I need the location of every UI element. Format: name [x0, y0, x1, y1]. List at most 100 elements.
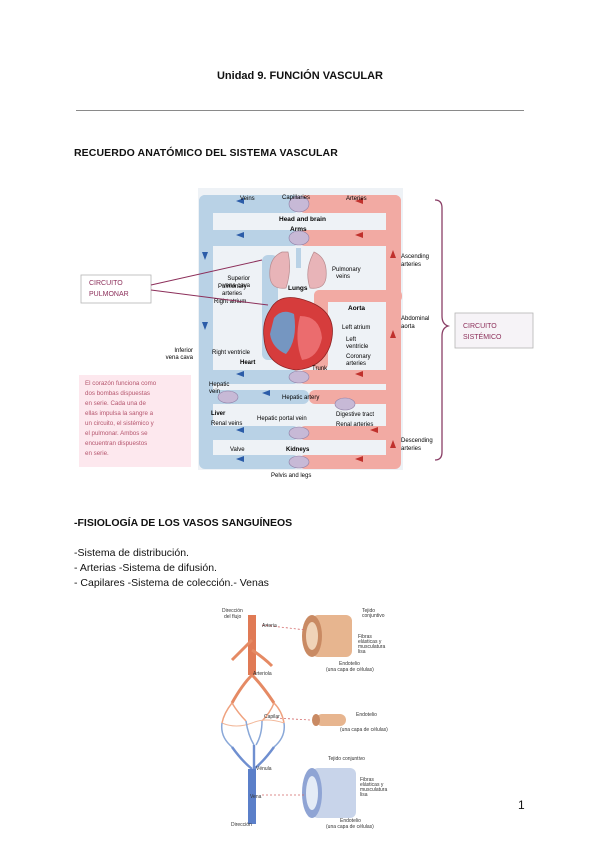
svg-text:en serie.: en serie.: [85, 450, 109, 457]
label-inferior-vena-cava: Inferior: [174, 348, 193, 354]
svg-text:ellas impulsa la sangre a: ellas impulsa la sangre a: [85, 410, 154, 417]
vein-band-arms: [199, 230, 299, 246]
label-left-ventricle-2: ventricle: [346, 344, 369, 350]
svg-text:Endotelio: Endotelio: [339, 661, 360, 667]
artery-band-legs: [299, 455, 401, 469]
label-aorta: Aorta: [348, 305, 365, 312]
svg-text:Endotelio: Endotelio: [356, 712, 377, 718]
label-coronary-arteries-2: arteries: [346, 361, 366, 367]
svg-text:encuentran dispuestos: encuentran dispuestos: [85, 440, 147, 447]
artery-band-head: [299, 195, 401, 213]
svg-text:elásticas y: elásticas y: [358, 639, 382, 645]
callout-systemic-box: [454, 312, 534, 349]
label-hepatic-artery: Hepatic artery: [282, 395, 319, 401]
arterial-flow-arrows: [355, 198, 396, 462]
label-right-ventricle: Right ventricle: [212, 350, 251, 356]
svg-text:(una capa de células): (una capa de células): [326, 667, 374, 673]
svg-text:en serie. Cada una de: en serie. Cada una de: [85, 400, 146, 407]
label-hepatic-vein: Hepatic: [209, 382, 229, 388]
label-hepatic-vein-2: vein: [209, 389, 220, 395]
label-pulmonary-veins-2: veins: [336, 274, 350, 280]
vein-band-head: [199, 195, 299, 213]
vein-band-trunk: [199, 370, 299, 384]
callout-pulmonary-line1: CIRCUITO: [89, 280, 123, 287]
label-hepatic-portal-vein: Hepatic portal vein: [257, 416, 307, 422]
svg-text:conjuntivo: conjuntivo: [362, 613, 385, 619]
artery-band-hepatic: [309, 390, 401, 404]
label-digestive-tract: Digestive tract: [336, 412, 374, 418]
label-coronary-arteries: Coronary: [346, 354, 371, 360]
svg-text:Endotelio: Endotelio: [340, 818, 361, 824]
label-left-atrium: Left atrium: [342, 325, 370, 331]
label-abdominal-aorta: Abdominal: [401, 316, 429, 322]
label-arteries: Arteries: [346, 196, 367, 202]
label-arms: Arms: [290, 226, 307, 233]
label-descending-arteries: Descending: [401, 438, 433, 444]
svg-text:Capilar: Capilar: [264, 714, 280, 720]
svg-text:elásticas y: elásticas y: [360, 782, 384, 788]
label-pulmonary-veins: Pulmonary: [332, 267, 361, 273]
svg-text:musculatura: musculatura: [358, 644, 385, 650]
label-liver: Liver: [211, 411, 226, 417]
vein-band-renal: [199, 426, 299, 440]
vein-cross-section: [302, 768, 356, 818]
svg-text:lisa: lisa: [358, 649, 366, 655]
artery-band-trunk: [299, 370, 401, 384]
section-heading-anatomy: RECUERDO ANATÓMICO DEL SISTEMA VASCULAR: [74, 147, 338, 159]
vessel-structure-diagram: Dirección del flujo Arteria Arteriola Ca…: [220, 608, 388, 830]
svg-text:el pulmonar. Ambos se: el pulmonar. Ambos se: [85, 430, 148, 437]
svg-text:lisa: lisa: [360, 792, 368, 798]
label-superior-vena-cava: Superior: [227, 276, 250, 282]
vascular-tree: [220, 615, 286, 824]
title-divider: [76, 110, 524, 111]
svg-text:Arteria: Arteria: [262, 623, 277, 629]
svg-text:Vénula: Vénula: [256, 766, 272, 772]
svg-text:Dirección: Dirección: [222, 608, 243, 614]
label-descending-arteries-2: arteries: [401, 446, 421, 452]
heart-illustration: [263, 297, 333, 371]
note-text: El corazón funciona como dos bombas disp…: [85, 380, 157, 457]
note-box: [79, 375, 191, 467]
vein-band-legs: [199, 455, 299, 469]
svg-text:(una capa de células): (una capa de células): [326, 824, 374, 830]
venous-flow-arrows: [202, 198, 270, 462]
function-line-1: -Sistema de distribución.: [74, 547, 189, 559]
svg-text:musculatura: musculatura: [360, 787, 387, 793]
artery-band-arms: [299, 230, 401, 246]
label-renal-veins: Renal veins: [211, 421, 242, 427]
label-valve: Valve: [230, 447, 245, 453]
function-line-3: - Capilares -Sistema de colección.- Vena…: [74, 577, 269, 589]
page-number: 1: [518, 798, 525, 812]
svg-text:Vena: Vena: [250, 794, 262, 800]
capillary-beds: [217, 195, 356, 469]
label-ascending-arteries: Ascending: [401, 254, 429, 260]
artery-band-renal: [299, 426, 401, 440]
label-ascending-arteries-2: arteries: [401, 262, 421, 268]
label-superior-vena-cava-2: vena cava: [223, 283, 251, 289]
label-heart: Heart: [240, 360, 255, 366]
label-capillaries: Capillaries: [282, 195, 310, 201]
label-renal-arteries: Renal arteries: [336, 422, 373, 428]
label-right-atrium: Right atrium: [214, 299, 246, 305]
label-abdominal-aorta-2: aorta: [401, 324, 415, 330]
artery-cross-section: [302, 615, 352, 657]
document-title: Unidad 9. FUNCIÓN VASCULAR: [216, 70, 384, 82]
callout-systemic-line2: SISTÉMICO: [463, 332, 502, 341]
circulatory-system-diagram: Veins Capillaries Arteries Head and brai…: [79, 188, 534, 479]
label-left-ventricle: Left: [346, 337, 356, 343]
callout-pulmonary-arrow1: [150, 259, 263, 286]
vessel-labels: Dirección del flujo Arteria Arteriola Ca…: [222, 608, 388, 830]
capillary-cross-section: [312, 714, 346, 726]
label-pulmonary-arteries: Pulmonary: [218, 284, 247, 290]
callout-systemic-line1: CIRCUITO: [463, 323, 497, 330]
label-pulmonary-arteries-2: arteries: [222, 291, 242, 297]
svg-text:El corazón funciona como: El corazón funciona como: [85, 380, 157, 387]
svg-text:(una capa de células): (una capa de células): [340, 727, 388, 733]
label-kidneys: Kidneys: [286, 447, 310, 453]
svg-text:Fibras: Fibras: [360, 777, 374, 783]
lungs-illustration: [269, 248, 327, 289]
section-heading-physiology: -FISIOLOGÍA DE LOS VASOS SANGUÍNEOS: [74, 517, 293, 529]
callout-pulmonary-line2: PULMONAR: [89, 291, 129, 298]
svg-text:del flujo: del flujo: [224, 614, 241, 620]
label-head-brain: Head and brain: [279, 216, 326, 223]
